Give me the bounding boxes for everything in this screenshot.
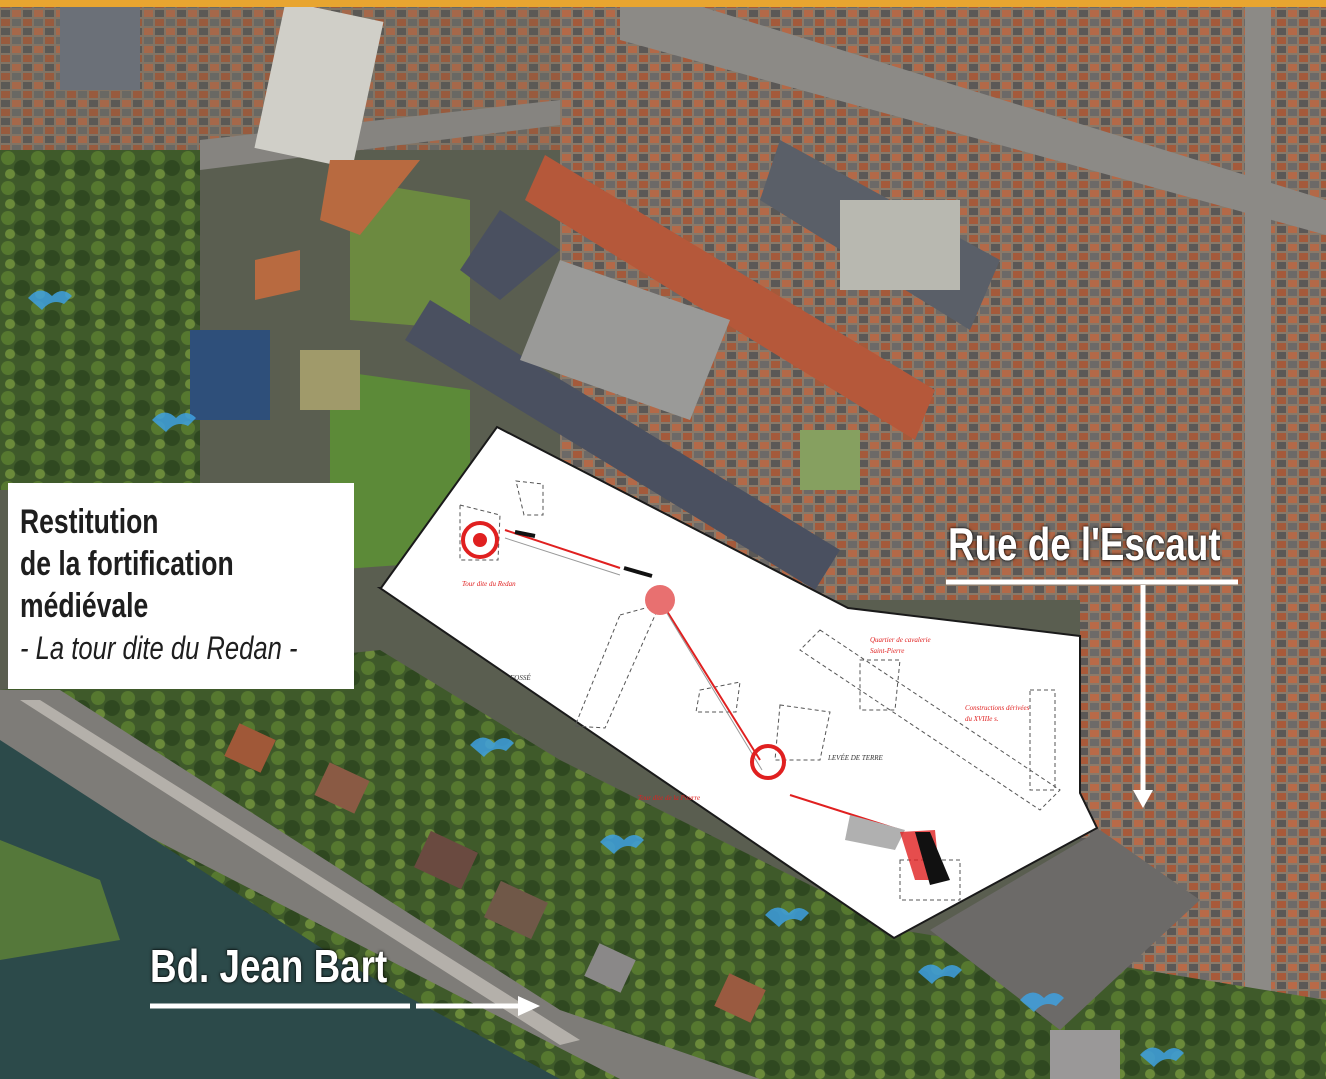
label-fosse: FOSSÉ — [509, 674, 531, 682]
label-constructions-line1: Constructions dérivées — [965, 704, 1030, 712]
label-constructions-line2: du XVIIIe s. — [965, 715, 999, 723]
fortification-plan — [376, 425, 1099, 940]
top-accent-border — [0, 0, 1326, 7]
street-label-rue-escaut: Rue de l'Escaut — [948, 518, 1221, 570]
arrow-icon — [150, 996, 540, 1016]
title-line-1: Restitution — [20, 503, 159, 541]
label-quartier-line1: Quartier de cavalerie — [870, 636, 931, 644]
title-box: Restitution de la fortification médiéval… — [8, 483, 354, 689]
arrow-icon — [946, 579, 1238, 808]
title-subtitle: - La tour dite du Redan - — [20, 630, 298, 666]
label-tour-pourre: Tour dite de la Pourre — [638, 794, 700, 802]
street-label-bd-jean-bart: Bd. Jean Bart — [150, 940, 388, 992]
blue-wave-marker-icon — [28, 290, 1184, 1067]
title-line-3: médiévale — [20, 587, 149, 625]
label-quartier-line2: Saint-Pierre — [870, 647, 904, 655]
tower-pourre-marker — [645, 585, 675, 615]
label-levee: LEVÉE DE TERRE — [827, 754, 884, 762]
tower-redan-marker — [461, 521, 499, 559]
label-tour-redan: Tour dite du Redan — [462, 580, 516, 588]
title-line-2: de la fortification — [20, 545, 234, 583]
